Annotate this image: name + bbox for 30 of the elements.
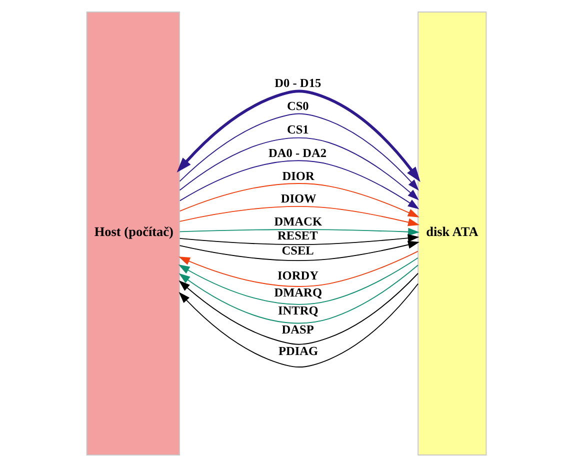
arrow [178, 240, 419, 261]
arrow [178, 257, 418, 305]
node-box: Host (počítač) [86, 12, 180, 456]
edge-label: CSEL [281, 244, 314, 258]
edge-label: IORDY [277, 268, 318, 282]
arrow [178, 264, 418, 324]
arrow [178, 250, 418, 287]
arrow [178, 283, 418, 368]
arrow [178, 160, 419, 210]
arrow [178, 183, 419, 218]
arrow [178, 228, 419, 236]
edge-label: DIOW [280, 192, 316, 206]
arrow [178, 272, 418, 345]
arrow [178, 113, 418, 191]
edge-label: CS1 [286, 122, 308, 137]
edge-label: DASP [281, 322, 314, 336]
edge-label: D0 - D15 [274, 76, 321, 90]
arrow [178, 206, 419, 226]
edge-label: RESET [277, 228, 318, 243]
edge-label: CS0 [286, 98, 308, 113]
edge-label: INTRQ [277, 303, 318, 318]
arrow [176, 90, 420, 182]
edge-label: DMACK [274, 214, 322, 228]
edge-label: DA0 - DA2 [268, 146, 326, 160]
node-box: disk ATA [417, 12, 486, 456]
edge-label: DMARQ [274, 285, 322, 300]
edge-label: DIOR [282, 168, 314, 183]
arrow [178, 137, 418, 200]
arrow [178, 234, 419, 245]
edge-label: PDIAG [278, 344, 318, 358]
